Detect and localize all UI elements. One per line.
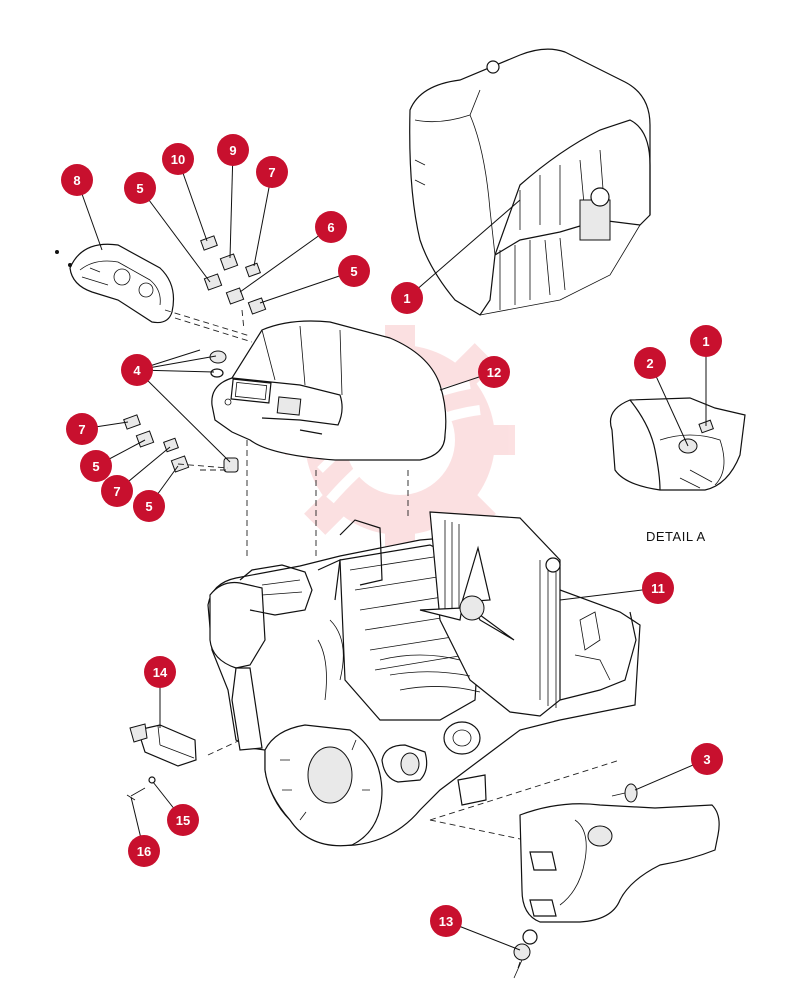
callout-circle bbox=[66, 413, 98, 445]
callout-1: 1 bbox=[391, 282, 423, 314]
side-cover-panel bbox=[519, 803, 720, 923]
callout-15: 15 bbox=[167, 804, 199, 836]
callout-number: 13 bbox=[439, 914, 453, 929]
callout-circle bbox=[128, 835, 160, 867]
callout-number: 15 bbox=[176, 813, 190, 828]
callout-circle bbox=[124, 172, 156, 204]
grommets bbox=[209, 350, 239, 473]
callout-number: 12 bbox=[487, 365, 501, 380]
callout-circle bbox=[61, 164, 93, 196]
callout-circle bbox=[315, 211, 347, 243]
callout-7: 7 bbox=[256, 156, 288, 188]
callout-5: 5 bbox=[133, 490, 165, 522]
callout-number: 7 bbox=[113, 484, 120, 499]
callout-12: 12 bbox=[478, 356, 510, 388]
callout-11: 11 bbox=[642, 572, 674, 604]
callout-number: 11 bbox=[651, 581, 665, 596]
callout-circle bbox=[430, 905, 462, 937]
callout-6: 6 bbox=[315, 211, 347, 243]
callout-number: 9 bbox=[229, 143, 236, 158]
callout-number: 8 bbox=[73, 173, 80, 188]
callout-4: 4 bbox=[121, 354, 153, 386]
dash-panel bbox=[211, 320, 447, 461]
instrument-cluster bbox=[55, 243, 175, 324]
callout-circle bbox=[478, 356, 510, 388]
callout-circle bbox=[690, 325, 722, 357]
callout-circle bbox=[391, 282, 423, 314]
callout-circle bbox=[133, 490, 165, 522]
callout-5: 5 bbox=[338, 255, 370, 287]
callout-14: 14 bbox=[144, 656, 176, 688]
callout-2: 2 bbox=[634, 347, 666, 379]
callout-1: 1 bbox=[690, 325, 722, 357]
callout-number: 10 bbox=[171, 152, 185, 167]
detail-a-view: DETAIL A bbox=[609, 397, 746, 544]
callout-number: 5 bbox=[92, 459, 99, 474]
callout-9: 9 bbox=[217, 134, 249, 166]
callout-number: 1 bbox=[702, 334, 709, 349]
callout-number: 7 bbox=[78, 422, 85, 437]
callout-number: 14 bbox=[153, 665, 168, 680]
rocker-switches-lower bbox=[123, 414, 190, 473]
callout-7: 7 bbox=[101, 475, 133, 507]
callout-5: 5 bbox=[80, 450, 112, 482]
callout-circle bbox=[642, 572, 674, 604]
callout-circle bbox=[338, 255, 370, 287]
assembly-guide-lines bbox=[164, 309, 621, 841]
callout-circle bbox=[144, 656, 176, 688]
callout-circle bbox=[121, 354, 153, 386]
callout-circle bbox=[162, 143, 194, 175]
callout-3: 3 bbox=[691, 743, 723, 775]
hood-cover bbox=[409, 48, 651, 316]
callout-number: 4 bbox=[133, 363, 141, 378]
callout-circle bbox=[167, 804, 199, 836]
callout-circle bbox=[634, 347, 666, 379]
callout-number: 5 bbox=[136, 181, 143, 196]
callout-number: 5 bbox=[350, 264, 357, 279]
callout-circle bbox=[80, 450, 112, 482]
callout-circle bbox=[101, 475, 133, 507]
callout-number: 3 bbox=[703, 752, 710, 767]
callout-number: 7 bbox=[268, 165, 275, 180]
rocker-switches-upper bbox=[200, 235, 267, 315]
callout-number: 16 bbox=[137, 844, 151, 859]
detail-a-label: DETAIL A bbox=[646, 529, 706, 544]
callout-number: 5 bbox=[145, 499, 152, 514]
callout-circle bbox=[217, 134, 249, 166]
callout-number: 6 bbox=[327, 220, 334, 235]
callout-7: 7 bbox=[66, 413, 98, 445]
callout-5: 5 bbox=[124, 172, 156, 204]
callout-16: 16 bbox=[128, 835, 160, 867]
callout-10: 10 bbox=[162, 143, 194, 175]
callout-number: 2 bbox=[646, 356, 653, 371]
callout-circle bbox=[256, 156, 288, 188]
callout-8: 8 bbox=[61, 164, 93, 196]
callout-13: 13 bbox=[430, 905, 462, 937]
callout-circle bbox=[691, 743, 723, 775]
callout-number: 1 bbox=[403, 291, 410, 306]
engine-chassis bbox=[207, 511, 641, 847]
